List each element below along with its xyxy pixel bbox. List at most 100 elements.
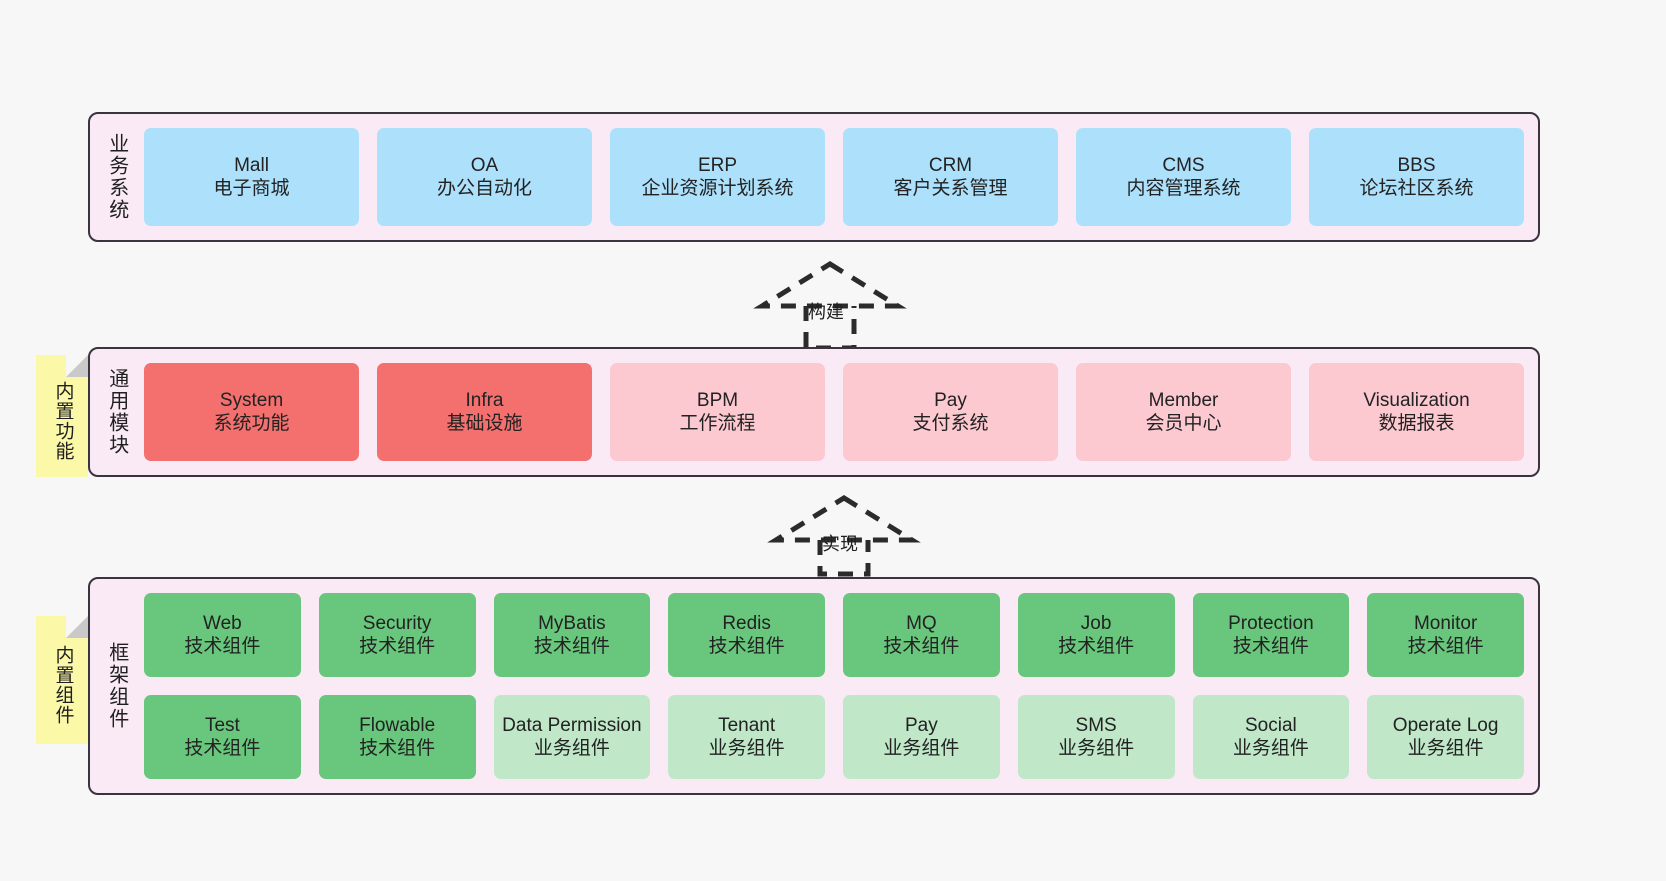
card-title: MQ [906,612,937,634]
card-system[interactable]: System 系统功能 [144,363,359,461]
card-bbs[interactable]: BBS 论坛社区系统 [1309,128,1524,226]
card-title: Pay [905,714,938,736]
card-subtitle: 电子商城 [213,178,290,199]
card-pay[interactable]: Pay 支付系统 [843,363,1058,461]
card-grid-framework-components: Web 技术组件 Security 技术组件 MyBatis 技术组件 Redi… [142,579,1538,793]
card-title: SMS [1075,714,1117,736]
card-operate-log[interactable]: Operate Log 业务组件 [1367,695,1524,779]
card-title: Data Permission [502,714,642,736]
card-grid-common-modules: System 系统功能 Infra 基础设施 BPM 工作流程 Pay 支付系统… [142,349,1538,475]
card-subtitle: 业务组件 [1232,738,1309,759]
card-title: System [219,389,284,411]
card-title: Test [204,714,240,736]
layer-business-systems: 业务系统 Mall 电子商城 OA 办公自动化 ERP 企业资源计划系统 CRM… [88,112,1540,242]
layer-title-business-systems: 业务系统 [105,133,128,221]
sticky-note-builtin-features: 内置功能 [36,355,88,477]
card-title: Flowable [359,714,436,736]
implementation-arrow-icon [767,495,921,577]
card-subtitle: 技术组件 [359,738,436,759]
card-cms[interactable]: CMS 内容管理系统 [1076,128,1291,226]
card-web[interactable]: Web 技术组件 [144,593,301,677]
card-title: Job [1080,612,1112,634]
card-visualization[interactable]: Visualization 数据报表 [1309,363,1524,461]
card-row: Mall 电子商城 OA 办公自动化 ERP 企业资源计划系统 CRM 客户关系… [144,128,1524,226]
sticky-note-text: 内置组件 [52,645,74,725]
card-infra[interactable]: Infra 基础设施 [377,363,592,461]
card-title: Visualization [1363,389,1470,411]
card-title: ERP [697,154,738,176]
card-flowable[interactable]: Flowable 技术组件 [318,695,476,779]
card-crm[interactable]: CRM 客户关系管理 [843,128,1058,226]
card-data-permission[interactable]: Data Permission 业务组件 [493,695,651,779]
card-subtitle: 系统功能 [213,413,290,434]
card-title: Infra [465,389,504,411]
card-sms[interactable]: SMS 业务组件 [1017,695,1175,779]
card-grid-business-systems: Mall 电子商城 OA 办公自动化 ERP 企业资源计划系统 CRM 客户关系… [142,114,1538,240]
card-title: Pay [934,389,967,411]
card-protection[interactable]: Protection 技术组件 [1192,593,1350,677]
card-test[interactable]: Test 技术组件 [144,695,301,779]
card-row: Web 技术组件 Security 技术组件 MyBatis 技术组件 Redi… [144,593,1524,677]
card-oa[interactable]: OA 办公自动化 [377,128,592,226]
card-subtitle: 技术组件 [708,636,785,657]
card-subtitle: 技术组件 [184,636,261,657]
card-mybatis[interactable]: MyBatis 技术组件 [493,593,651,677]
card-row: System 系统功能 Infra 基础设施 BPM 工作流程 Pay 支付系统… [144,363,1524,461]
card-subtitle: 支付系统 [912,413,989,434]
card-subtitle: 技术组件 [883,636,960,657]
card-title: Protection [1228,612,1314,634]
card-erp[interactable]: ERP 企业资源计划系统 [610,128,825,226]
card-title: Monitor [1413,612,1478,634]
layer-title-common-modules: 通用模块 [105,368,128,456]
card-pay-business[interactable]: Pay 业务组件 [843,695,1000,779]
card-subtitle: 企业资源计划系统 [641,178,794,199]
card-subtitle: 技术组件 [533,636,610,657]
card-title: Operate Log [1392,714,1499,736]
card-subtitle: 内容管理系统 [1126,178,1241,199]
card-subtitle: 技术组件 [1058,636,1135,657]
card-title: Redis [722,612,771,634]
card-title: CMS [1162,154,1205,176]
card-title: Social [1245,714,1297,736]
card-subtitle: 技术组件 [359,636,436,657]
card-mall[interactable]: Mall 电子商城 [144,128,359,226]
card-member[interactable]: Member 会员中心 [1076,363,1291,461]
card-mq[interactable]: MQ 技术组件 [843,593,1000,677]
connector-build: 构建 [753,258,907,351]
card-title: Security [362,612,432,634]
connector-implement-label: 实现 [822,534,858,554]
card-subtitle: 业务组件 [708,738,785,759]
card-title: BBS [1397,154,1436,176]
card-title: Tenant [718,714,776,736]
card-tenant[interactable]: Tenant 业务组件 [668,695,825,779]
layer-framework-components: 框架组件 Web 技术组件 Security 技术组件 MyBatis 技术组件… [88,577,1540,795]
card-monitor[interactable]: Monitor 技术组件 [1367,593,1524,677]
card-job[interactable]: Job 技术组件 [1017,593,1175,677]
card-subtitle: 办公自动化 [436,178,532,199]
card-subtitle: 工作流程 [679,413,756,434]
card-redis[interactable]: Redis 技术组件 [668,593,825,677]
sticky-note-builtin-components: 内置组件 [36,616,88,744]
card-subtitle: 论坛社区系统 [1359,178,1474,199]
card-subtitle: 业务组件 [883,738,960,759]
sticky-note-text: 内置功能 [52,381,74,461]
card-subtitle: 技术组件 [1407,636,1484,657]
layer-title-framework-components: 框架组件 [105,642,128,730]
card-title: CRM [928,154,973,176]
card-subtitle: 基础设施 [446,413,523,434]
card-subtitle: 客户关系管理 [893,178,1008,199]
connector-build-label: 构建 [808,302,844,322]
card-title: Member [1148,389,1219,411]
card-social[interactable]: Social 业务组件 [1192,695,1350,779]
card-subtitle: 业务组件 [1407,738,1484,759]
layer-common-modules: 通用模块 System 系统功能 Infra 基础设施 BPM 工作流程 Pay… [88,347,1540,477]
card-subtitle: 会员中心 [1145,413,1222,434]
card-subtitle: 业务组件 [533,738,610,759]
card-row: Test 技术组件 Flowable 技术组件 Data Permission … [144,695,1524,779]
card-title: Web [203,612,242,634]
card-subtitle: 技术组件 [1232,636,1309,657]
card-title: MyBatis [538,612,606,634]
card-security[interactable]: Security 技术组件 [318,593,476,677]
card-bpm[interactable]: BPM 工作流程 [610,363,825,461]
